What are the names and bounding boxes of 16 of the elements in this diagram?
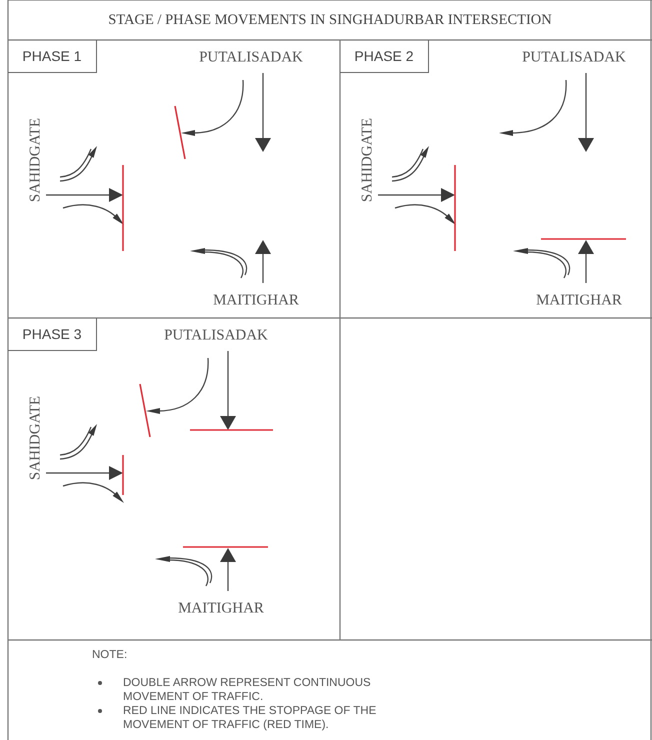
road-label: PUTALISADAK <box>522 50 626 66</box>
road-label: PUTALISADAK <box>164 328 268 344</box>
note-text: RED LINE INDICATES THE STOPPAGE OF THE MOVEMENT OF TRAFFIC (RED TIME). <box>123 705 376 731</box>
road-label: MAITIGHAR <box>536 292 622 310</box>
road-label: SAHIDGATE <box>28 396 44 480</box>
road-label: SAHIDGATE <box>360 118 376 202</box>
road-label: MAITIGHAR <box>213 292 299 310</box>
diagram-title: STAGE / PHASE MOVEMENTS IN SINGHADURBAR INTERSECTION <box>107 11 553 30</box>
note-heading: NOTE: <box>92 648 128 662</box>
note-text: DOUBLE ARROW REPRESENT CONTINUOUS MOVEMENT OF TRAFFIC. <box>123 677 371 703</box>
phase-label: PHASE 1 <box>8 40 97 73</box>
road-label: MAITIGHAR <box>178 600 264 618</box>
phase-label: PHASE 3 <box>8 318 97 351</box>
road-label: SAHIDGATE <box>28 118 44 202</box>
road-label: PUTALISADAK <box>199 50 303 66</box>
phase-label: PHASE 2 <box>340 40 429 73</box>
